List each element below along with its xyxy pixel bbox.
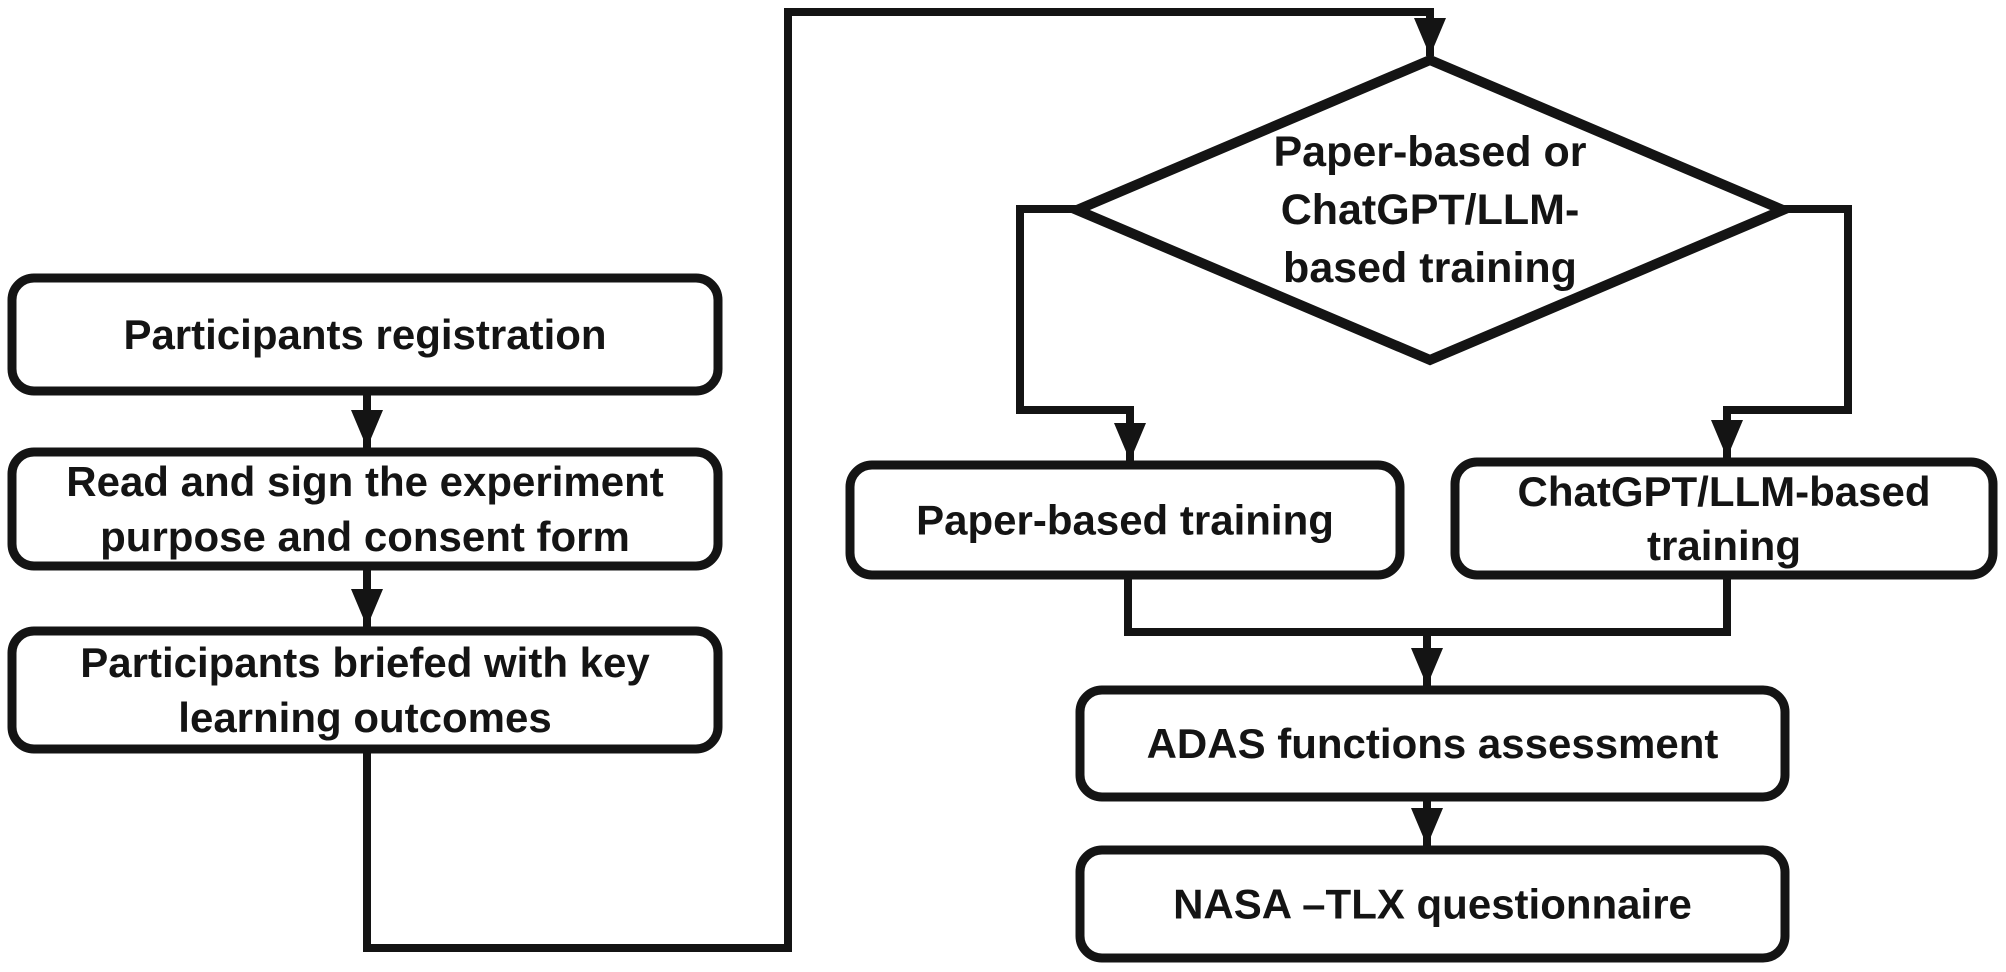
participants-registration-label-line: Participants registration [123, 311, 606, 358]
nasa-tlx-questionnaire-label-line: NASA –TLX questionnaire [1173, 881, 1692, 928]
consent-form-label-line: Read and sign the experiment [66, 458, 663, 505]
learning-outcomes-briefing-box-shape [7, 626, 723, 754]
training-type-decision-label-line: based training [1283, 244, 1577, 292]
edge-decision-to-llm-training [1711, 205, 1852, 458]
training-type-decision-diamond-shape [1064, 54, 1796, 366]
edge-training-merge-bar [1124, 572, 1731, 636]
training-type-decision-label: Paper-based or ChatGPT/LLM-based training [1273, 128, 1586, 292]
edge-briefing-to-decision [363, 8, 1446, 952]
chatgpt-llm-training-label: ChatGPT/LLM-based training [1517, 468, 1930, 569]
node-paper-based-training: Paper-based training [845, 460, 1405, 580]
node-participants-registration: Participants registration [7, 273, 723, 396]
paper-based-training-box-shape [845, 460, 1405, 580]
node-training-type-decision: Paper-based or ChatGPT/LLM-based training [1064, 54, 1796, 366]
nasa-tlx-questionnaire-label: NASA –TLX questionnaire [1173, 881, 1692, 928]
adas-functions-assessment-box-shape [1075, 685, 1790, 802]
node-chatgpt-llm-training: ChatGPT/LLM-based training [1450, 457, 1998, 580]
participants-registration-box-shape [7, 273, 723, 396]
learning-outcomes-briefing-label-line: learning outcomes [178, 694, 551, 741]
paper-based-training-label-line: Paper-based training [916, 497, 1334, 544]
edge-decision-to-paper-training [1016, 205, 1146, 461]
chatgpt-llm-training-label-line: training [1647, 522, 1801, 569]
adas-functions-assessment-label-line: ADAS functions assessment [1147, 720, 1719, 767]
node-consent-form: Read and sign the experiment purpose and … [7, 447, 723, 571]
participants-registration-label: Participants registration [123, 311, 606, 358]
consent-form-box-shape [7, 447, 723, 571]
learning-outcomes-briefing-label-line: Participants briefed with key [80, 639, 650, 686]
node-adas-functions-assessment: ADAS functions assessment [1075, 685, 1790, 802]
training-type-decision-label-line: ChatGPT/LLM- [1281, 186, 1580, 234]
consent-form-label: Read and sign the experiment purpose and … [66, 458, 663, 560]
paper-based-training-label: Paper-based training [916, 497, 1334, 544]
training-type-decision-label-line: Paper-based or [1273, 128, 1586, 176]
learning-outcomes-briefing-label: Participants briefed with key learning ou… [80, 639, 650, 741]
chatgpt-llm-training-label-line: ChatGPT/LLM-based [1517, 468, 1930, 515]
adas-functions-assessment-label: ADAS functions assessment [1147, 720, 1719, 767]
node-learning-outcomes-briefing: Participants briefed with key learning ou… [7, 626, 723, 754]
chatgpt-llm-training-box-shape [1450, 457, 1998, 580]
nasa-tlx-questionnaire-box-shape [1075, 845, 1790, 963]
consent-form-label-line: purpose and consent form [100, 513, 630, 560]
node-nasa-tlx-questionnaire: NASA –TLX questionnaire [1075, 845, 1790, 963]
